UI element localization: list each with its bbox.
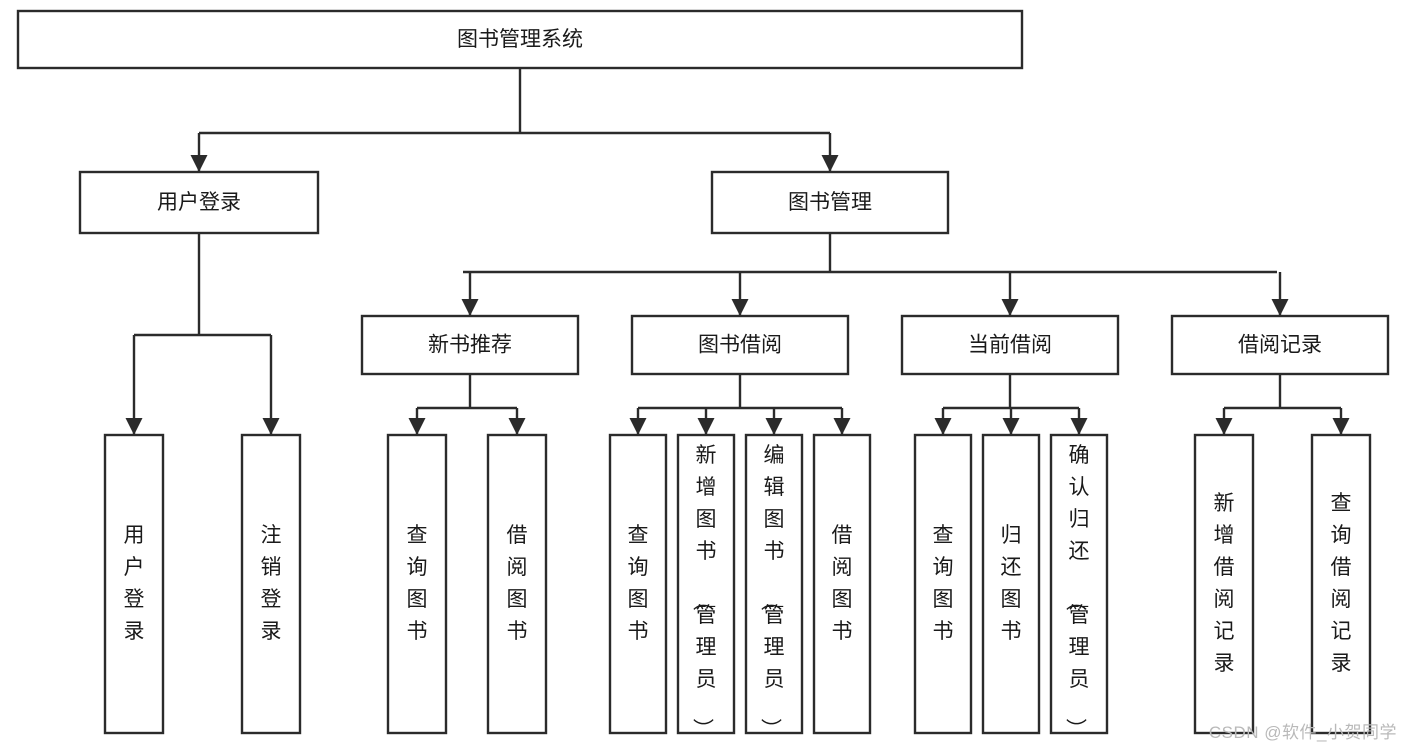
- node-leaf-add-record-label: 新增借阅记录: [1214, 492, 1235, 675]
- node-leaf-logout-label: 注销登录: [261, 524, 282, 643]
- arrow-head-icon: [629, 418, 647, 435]
- arrow-head-icon: [1070, 418, 1088, 435]
- arrow-head-icon: [1001, 299, 1019, 316]
- node-leaf-logout[interactable]: 注销登录: [240, 433, 302, 735]
- node-leaf-query-book-3-label: 查询图书: [933, 524, 954, 643]
- arrow-head-icon: [731, 299, 749, 316]
- node-leaf-borrow-book-2[interactable]: 借阅图书: [812, 433, 872, 735]
- node-leaf-user-login-label: 用户登录: [124, 524, 145, 643]
- node-leaf-query-book-1[interactable]: 查询图书: [386, 433, 448, 735]
- node-book-borrow-box[interactable]: [630, 314, 850, 376]
- node-root-system-box[interactable]: [16, 9, 1024, 70]
- node-root-system[interactable]: 图书管理系统: [16, 9, 1024, 70]
- node-borrow-record[interactable]: 借阅记录: [1170, 314, 1390, 376]
- node-new-book-recommend-label: 新书推荐: [428, 334, 512, 357]
- node-new-book-recommend-box[interactable]: [360, 314, 580, 376]
- node-leaf-add-record[interactable]: 新增借阅记录: [1193, 433, 1255, 735]
- node-leaf-edit-book[interactable]: 编辑图书（管理员）: [744, 433, 804, 739]
- node-leaf-query-book-2-label: 查询图书: [628, 524, 649, 643]
- arrow-head-icon: [190, 155, 208, 172]
- node-new-book-recommend[interactable]: 新书推荐: [360, 314, 580, 376]
- connector-bus-root: [190, 68, 839, 172]
- node-layer: 图书管理系统用户登录图书管理新书推荐图书借阅当前借阅借阅记录用户登录注销登录查询…: [16, 9, 1390, 739]
- connector-bus-book-borrow: [629, 374, 851, 435]
- node-user-login-box[interactable]: [78, 170, 320, 235]
- node-leaf-query-record-label: 查询借阅记录: [1331, 492, 1352, 675]
- node-leaf-return-book[interactable]: 归还图书: [981, 433, 1041, 735]
- node-leaf-add-book[interactable]: 新增图书（管理员）: [676, 433, 736, 739]
- node-leaf-return-book-box[interactable]: [981, 433, 1041, 735]
- node-leaf-query-book-2[interactable]: 查询图书: [608, 433, 668, 735]
- arrow-head-icon: [461, 299, 479, 316]
- connector-bus-current-borrow: [934, 374, 1088, 435]
- node-book-manage[interactable]: 图书管理: [710, 170, 950, 235]
- node-book-borrow[interactable]: 图书借阅: [630, 314, 850, 376]
- node-leaf-query-record[interactable]: 查询借阅记录: [1310, 433, 1372, 735]
- arrow-head-icon: [125, 418, 143, 435]
- node-leaf-user-login[interactable]: 用户登录: [103, 433, 165, 735]
- node-leaf-edit-book-label: 编辑图书（管理员）: [759, 444, 785, 739]
- arrow-head-icon: [821, 155, 839, 172]
- node-current-borrow-box[interactable]: [900, 314, 1120, 376]
- node-leaf-return-book-label: 归还图书: [1001, 524, 1022, 643]
- node-leaf-add-book-label: 新增图书（管理员）: [691, 444, 717, 739]
- node-leaf-borrow-book-2-box[interactable]: [812, 433, 872, 735]
- node-book-borrow-label: 图书借阅: [698, 334, 782, 357]
- node-borrow-record-label: 借阅记录: [1238, 334, 1322, 357]
- node-leaf-add-book-box[interactable]: [676, 433, 736, 735]
- node-leaf-logout-box[interactable]: [240, 433, 302, 735]
- connector-bus-book-manage: [461, 233, 1289, 316]
- node-book-manage-box[interactable]: [710, 170, 950, 235]
- node-leaf-query-book-3-box[interactable]: [913, 433, 973, 735]
- node-book-manage-label: 图书管理: [788, 191, 872, 214]
- node-leaf-query-record-box[interactable]: [1310, 433, 1372, 735]
- arrow-head-icon: [833, 418, 851, 435]
- arrow-head-icon: [1215, 418, 1233, 435]
- node-leaf-confirm-return[interactable]: 确认归还（管理员）: [1049, 433, 1109, 739]
- node-leaf-confirm-return-box[interactable]: [1049, 433, 1109, 735]
- arrow-head-icon: [262, 418, 280, 435]
- connector-bus-new-book: [408, 374, 526, 435]
- node-leaf-add-record-box[interactable]: [1193, 433, 1255, 735]
- csdn-watermark: CSDN @软件_小贺同学: [1208, 723, 1397, 742]
- arrow-head-icon: [508, 418, 526, 435]
- node-leaf-borrow-book-2-label: 借阅图书: [832, 524, 853, 643]
- arrow-head-icon: [1002, 418, 1020, 435]
- arrow-head-icon: [408, 418, 426, 435]
- connector-bus-borrow-record: [1215, 374, 1350, 435]
- node-leaf-query-book-3[interactable]: 查询图书: [913, 433, 973, 735]
- arrow-head-icon: [934, 418, 952, 435]
- node-user-login[interactable]: 用户登录: [78, 170, 320, 235]
- node-current-borrow[interactable]: 当前借阅: [900, 314, 1120, 376]
- connector-layer: [125, 68, 1350, 435]
- node-root-system-label: 图书管理系统: [457, 28, 583, 51]
- node-leaf-edit-book-box[interactable]: [744, 433, 804, 735]
- arrow-head-icon: [1332, 418, 1350, 435]
- node-borrow-record-box[interactable]: [1170, 314, 1390, 376]
- connector-bus-user-login: [125, 233, 280, 435]
- node-leaf-query-book-1-label: 查询图书: [407, 524, 428, 643]
- node-current-borrow-label: 当前借阅: [968, 334, 1052, 357]
- node-leaf-borrow-book-1-label: 借阅图书: [507, 524, 528, 643]
- arrow-head-icon: [1271, 299, 1289, 316]
- node-leaf-borrow-book-1-box[interactable]: [486, 433, 548, 735]
- node-leaf-query-book-2-box[interactable]: [608, 433, 668, 735]
- arrow-head-icon: [697, 418, 715, 435]
- node-leaf-user-login-box[interactable]: [103, 433, 165, 735]
- node-user-login-label: 用户登录: [157, 191, 241, 214]
- node-leaf-confirm-return-label: 确认归还（管理员）: [1064, 444, 1090, 739]
- node-leaf-borrow-book-1[interactable]: 借阅图书: [486, 433, 548, 735]
- arrow-head-icon: [765, 418, 783, 435]
- node-leaf-query-book-1-box[interactable]: [386, 433, 448, 735]
